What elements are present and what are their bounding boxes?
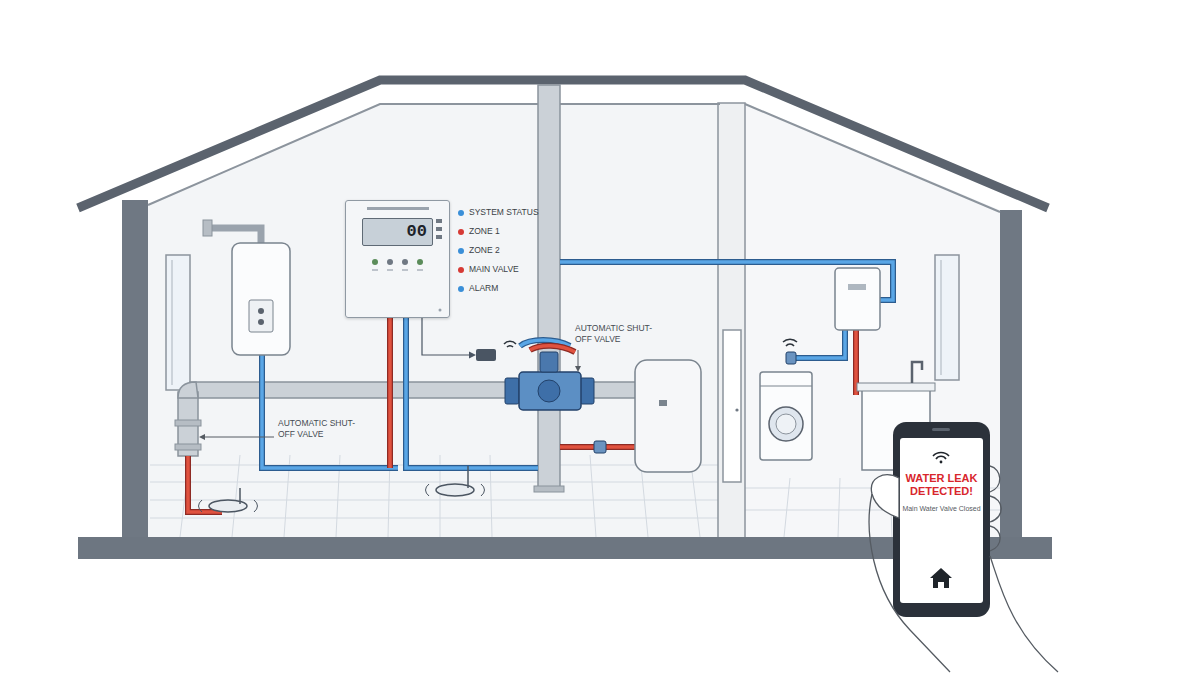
wifi-symbol xyxy=(933,453,949,459)
control-panel: 00 xyxy=(345,200,450,318)
sensor-module xyxy=(476,349,496,361)
pipe-coupling xyxy=(175,444,201,450)
legend-entry: MAIN VALVE xyxy=(458,264,519,275)
window xyxy=(166,255,190,390)
storage-tank xyxy=(635,360,701,472)
signal-waves xyxy=(199,500,258,512)
panel-button xyxy=(417,259,423,265)
machine-door xyxy=(776,414,796,434)
phone-speaker xyxy=(932,428,950,431)
main-pipe xyxy=(538,85,560,490)
legend-entry: ZONE 1 xyxy=(458,226,500,237)
leader-line xyxy=(203,437,274,438)
phone-body xyxy=(893,422,990,617)
phone-alert: WATER LEAK DETECTED! Main Water Valve Clo… xyxy=(902,472,981,517)
panel-header xyxy=(367,207,429,210)
washing-machine xyxy=(760,372,812,460)
pipe-cap xyxy=(534,486,564,492)
window-frame xyxy=(941,260,942,375)
legend-dot xyxy=(458,229,464,235)
heater-controls xyxy=(249,300,273,332)
wall xyxy=(718,103,745,540)
display-reading: 00 xyxy=(362,218,433,246)
arrow-head xyxy=(575,366,581,372)
roof xyxy=(78,80,1048,208)
small-valve xyxy=(786,352,796,364)
home-icon xyxy=(930,568,952,588)
alert-detail: Main Water Valve Closed xyxy=(902,504,981,513)
machine-door xyxy=(769,407,803,441)
signal-arrow xyxy=(422,318,470,355)
pipe-elbow xyxy=(178,382,198,398)
legend-entry: ZONE 2 xyxy=(458,245,500,256)
sink-top xyxy=(857,383,935,391)
machine-panel xyxy=(760,386,812,387)
valve-flange xyxy=(580,378,594,404)
pipe-coupling xyxy=(175,420,201,426)
alert-heading: WATER LEAK DETECTED! xyxy=(902,472,981,498)
hand-thumb xyxy=(871,475,899,518)
knob xyxy=(258,308,264,314)
hand-outline xyxy=(869,466,1058,672)
legend-dot xyxy=(458,267,464,273)
panel-indicator xyxy=(436,219,442,223)
valve-body xyxy=(519,372,581,410)
panel-indicator xyxy=(436,235,442,239)
boiler xyxy=(835,268,880,330)
room-interior xyxy=(148,103,720,540)
wall xyxy=(1000,210,1022,540)
panel-indicator xyxy=(436,227,442,231)
legend-entry: SYSTEM STATUS xyxy=(458,207,539,218)
window xyxy=(935,255,959,380)
wifi-dot xyxy=(940,461,943,464)
sensor-antenna xyxy=(467,466,469,488)
knob xyxy=(258,319,264,325)
small-valve xyxy=(594,441,606,453)
panel-screw xyxy=(439,309,442,312)
legend-text: ZONE 1 xyxy=(469,226,500,237)
window-frame xyxy=(172,260,173,385)
sensor-antenna xyxy=(239,488,241,504)
door-handle xyxy=(735,408,738,411)
valve-label: AUTOMATIC SHUT-OFF VALVE xyxy=(575,323,657,345)
panel-button xyxy=(372,259,378,265)
valve-actuator xyxy=(540,352,558,372)
legend-dot xyxy=(458,210,464,216)
arrow-head xyxy=(469,352,476,359)
signal-waves xyxy=(426,484,485,496)
wifi-symbol xyxy=(783,339,797,346)
legend-dot xyxy=(458,286,464,292)
button-captions xyxy=(372,269,423,271)
legend-text: ZONE 2 xyxy=(469,245,500,256)
legend-entry: ALARM xyxy=(458,283,498,294)
tank-badge xyxy=(659,400,667,406)
ceiling-line xyxy=(745,104,1000,212)
wifi-symbol xyxy=(504,341,516,347)
panel-button xyxy=(402,259,408,265)
panel-face xyxy=(345,200,450,318)
leak-sensor xyxy=(209,500,247,512)
legend-dot xyxy=(458,248,464,254)
valve-label: AUTOMATIC SHUT-OFF VALVE xyxy=(278,418,360,440)
ceiling-line xyxy=(148,104,720,205)
boiler-display xyxy=(848,284,866,290)
pipe-cap xyxy=(203,220,212,236)
leader-line xyxy=(578,350,579,368)
wall xyxy=(122,200,148,540)
door xyxy=(723,330,741,482)
panel-button xyxy=(387,259,393,265)
valve-flange xyxy=(505,378,519,404)
phone-screen xyxy=(900,438,983,603)
legend-text: ALARM xyxy=(469,283,498,294)
arrow-head xyxy=(199,434,205,440)
faucet xyxy=(912,362,922,383)
legend-text: MAIN VALVE xyxy=(469,264,519,275)
water-heater xyxy=(232,243,290,355)
valve-center xyxy=(538,380,560,402)
legend-text: SYSTEM STATUS xyxy=(469,207,539,218)
